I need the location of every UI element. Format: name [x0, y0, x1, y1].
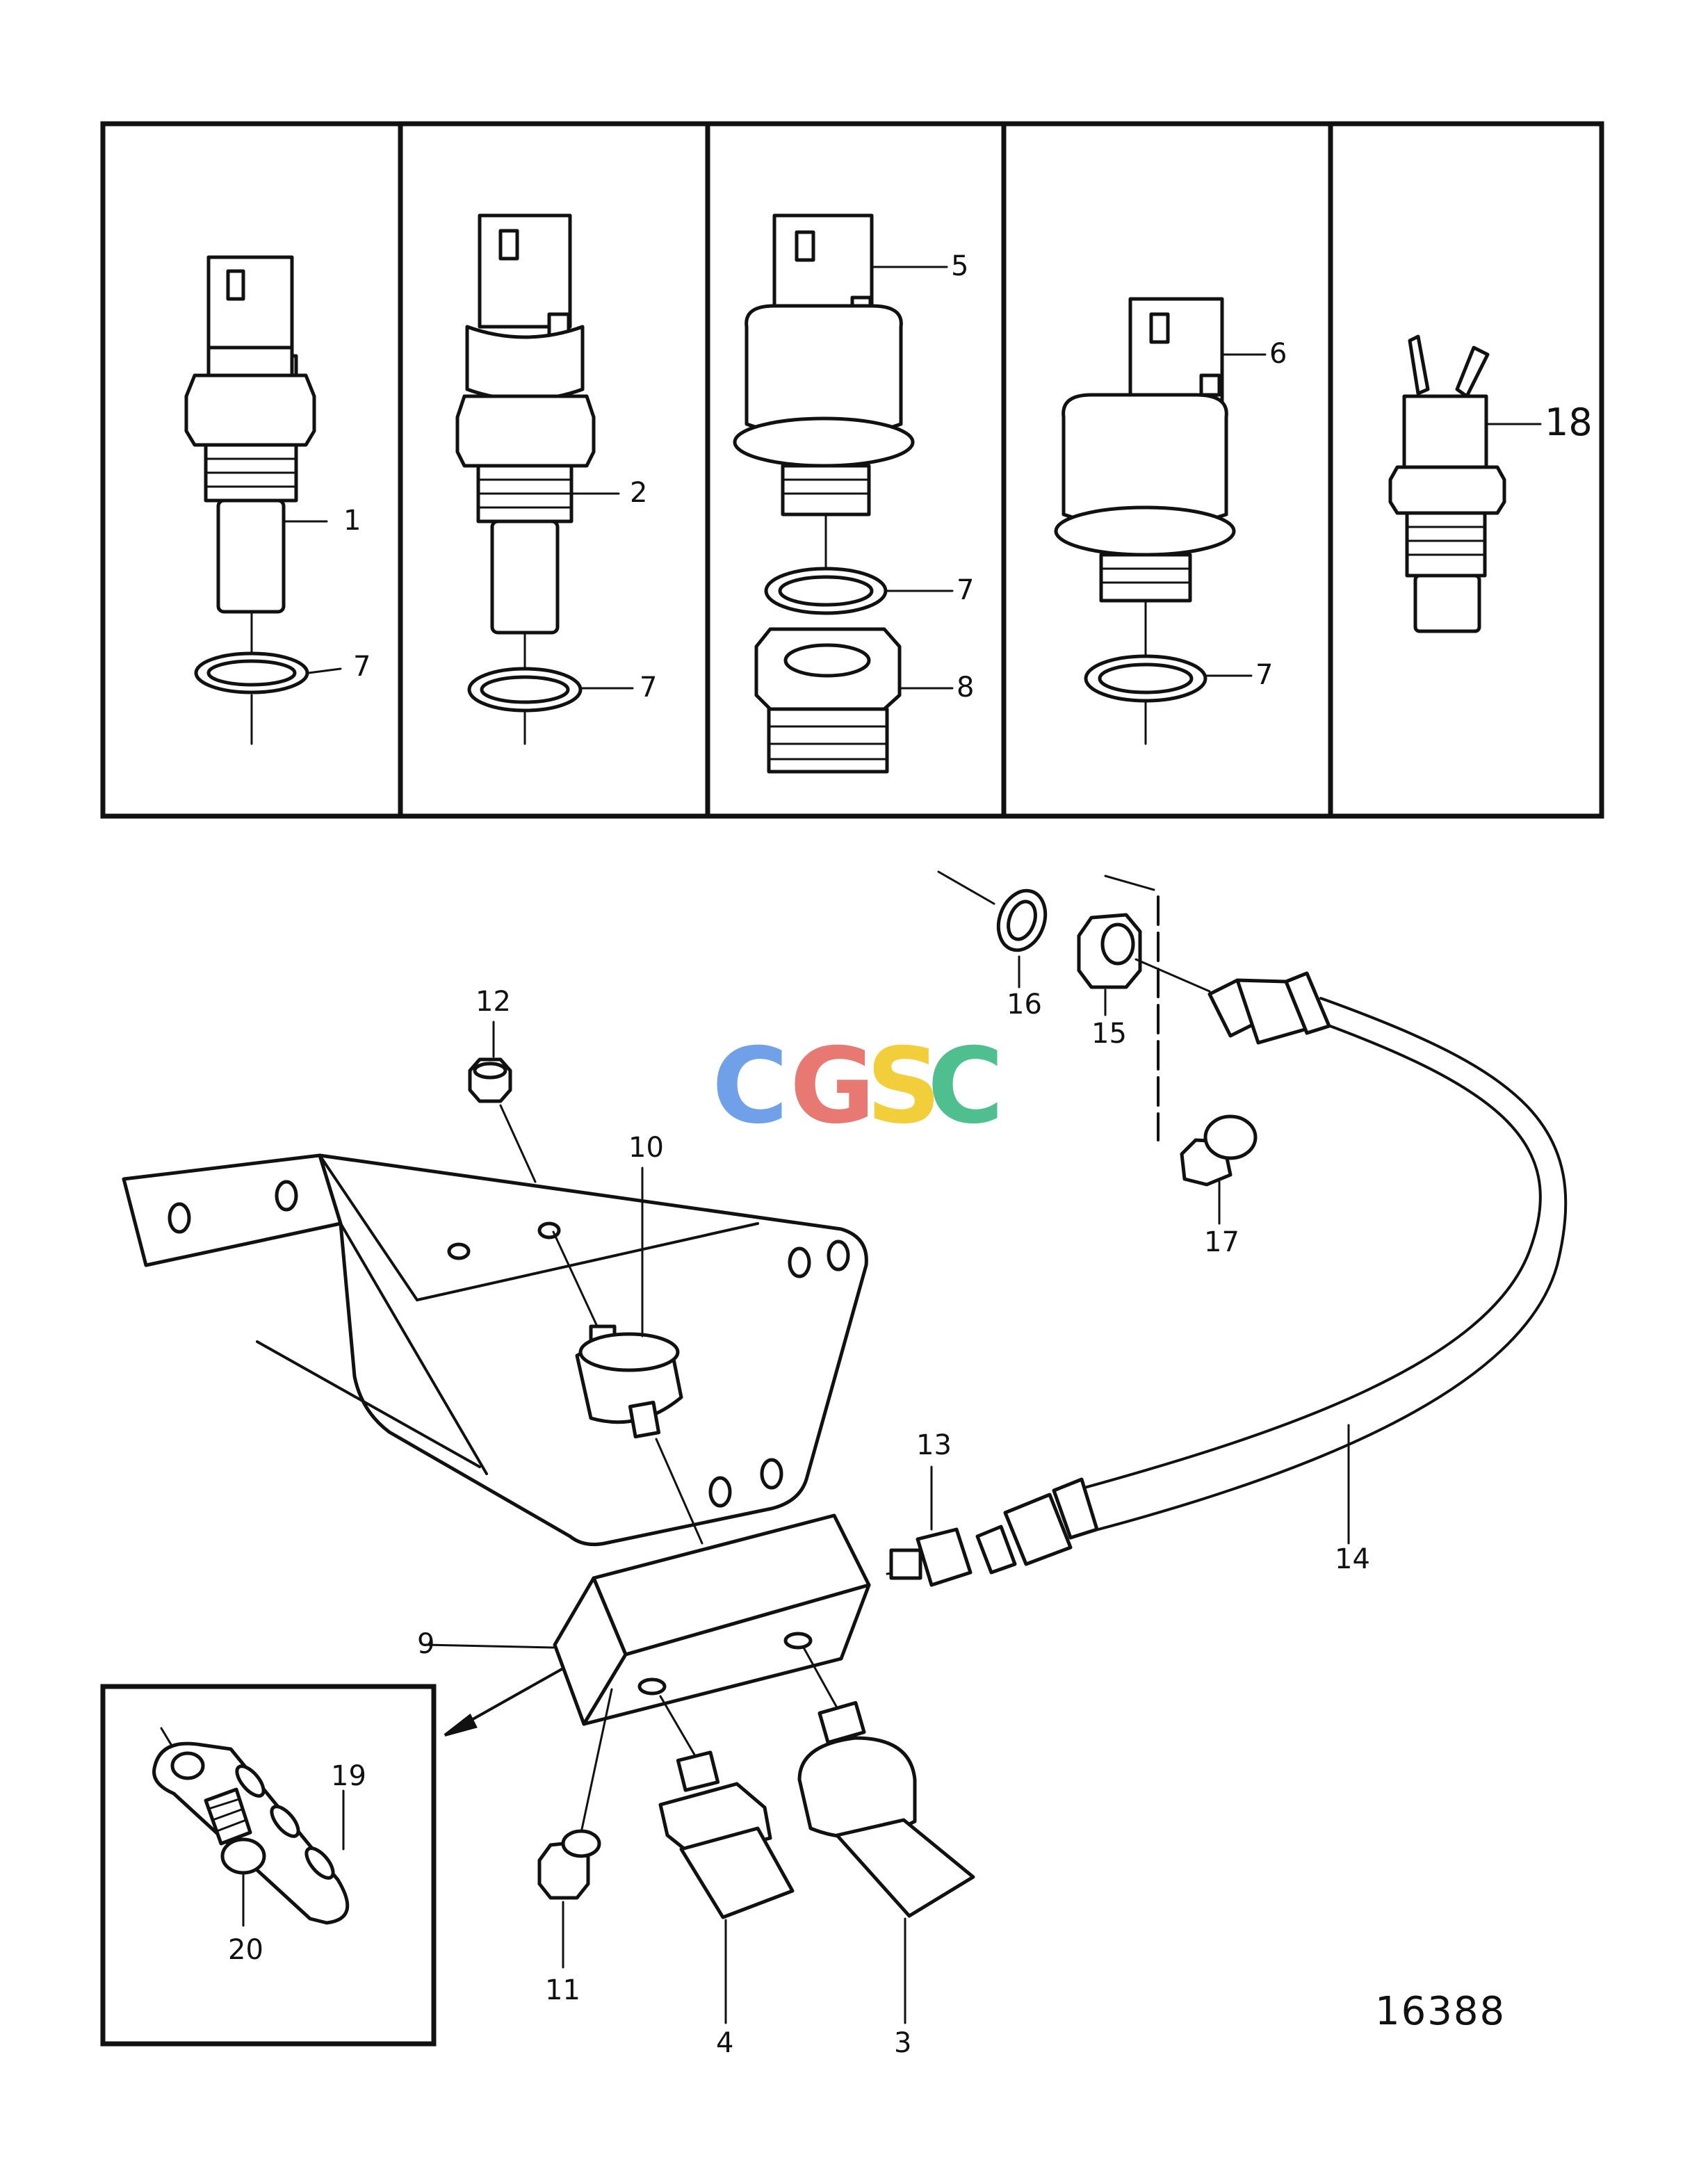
callout-17: 17 — [1204, 1226, 1239, 1258]
callout-9: 9 — [417, 1628, 434, 1660]
cgsc-watermark: C G S C — [712, 1026, 1004, 1147]
callout-15: 15 — [1091, 1018, 1127, 1050]
figure-number: 16388 — [1375, 1989, 1506, 2034]
callout-4: 4 — [716, 2027, 733, 2059]
hose-14 — [975, 971, 1568, 1575]
callout-1: 1 — [343, 505, 361, 537]
callout-7: 7 — [353, 651, 371, 683]
rubber-mount-10 — [552, 1167, 703, 1545]
pressure-sensor-5 — [733, 213, 954, 774]
mounting-bracket — [122, 1153, 868, 1547]
nut-12 — [468, 1021, 537, 1183]
washer-16 — [937, 870, 1048, 989]
watermark-letter: C — [712, 1026, 788, 1147]
callout-7: 7 — [1255, 659, 1273, 691]
pressure-switch-3 — [797, 1646, 975, 2024]
pressure-sensor-6 — [1054, 297, 1267, 745]
temperature-sensor-2 — [455, 213, 634, 745]
top-sensor-panels — [100, 121, 1604, 819]
callout-3: 3 — [894, 2027, 911, 2059]
watermark-letter: S — [866, 1026, 941, 1147]
callout-20: 20 — [228, 1934, 263, 1966]
callout-19: 19 — [331, 1760, 366, 1792]
watermark-letter: G — [790, 1026, 875, 1147]
temperature-switch-18 — [1388, 334, 1542, 633]
callout-7: 7 — [640, 672, 657, 704]
callout-8: 8 — [957, 672, 974, 704]
callout-6: 6 — [1269, 338, 1287, 370]
inset-frame — [100, 1684, 437, 2047]
callout-14: 14 — [1335, 1543, 1370, 1575]
inset-detail — [100, 1684, 437, 2047]
callout-16: 16 — [1007, 989, 1042, 1021]
callout-11: 11 — [545, 1974, 580, 2006]
adapter-13 — [886, 1465, 973, 1587]
callout-18: 18 — [1545, 400, 1593, 444]
temperature-sensor-1 — [184, 255, 342, 745]
nut-15 — [1077, 875, 1211, 1141]
watermark-letter: C — [927, 1026, 1004, 1147]
callout-12: 12 — [475, 986, 511, 1018]
callout-13: 13 — [916, 1429, 952, 1461]
callout-5: 5 — [951, 250, 968, 282]
callout-2: 2 — [630, 477, 647, 509]
plug-17 — [1180, 1114, 1258, 1225]
callout-7: 7 — [957, 574, 974, 606]
pressure-switch-4 — [658, 1695, 795, 2024]
callout-10: 10 — [628, 1132, 664, 1164]
junction-block-9 — [423, 1513, 871, 1737]
plug-11 — [537, 1688, 613, 1969]
top-frame — [100, 121, 1604, 819]
